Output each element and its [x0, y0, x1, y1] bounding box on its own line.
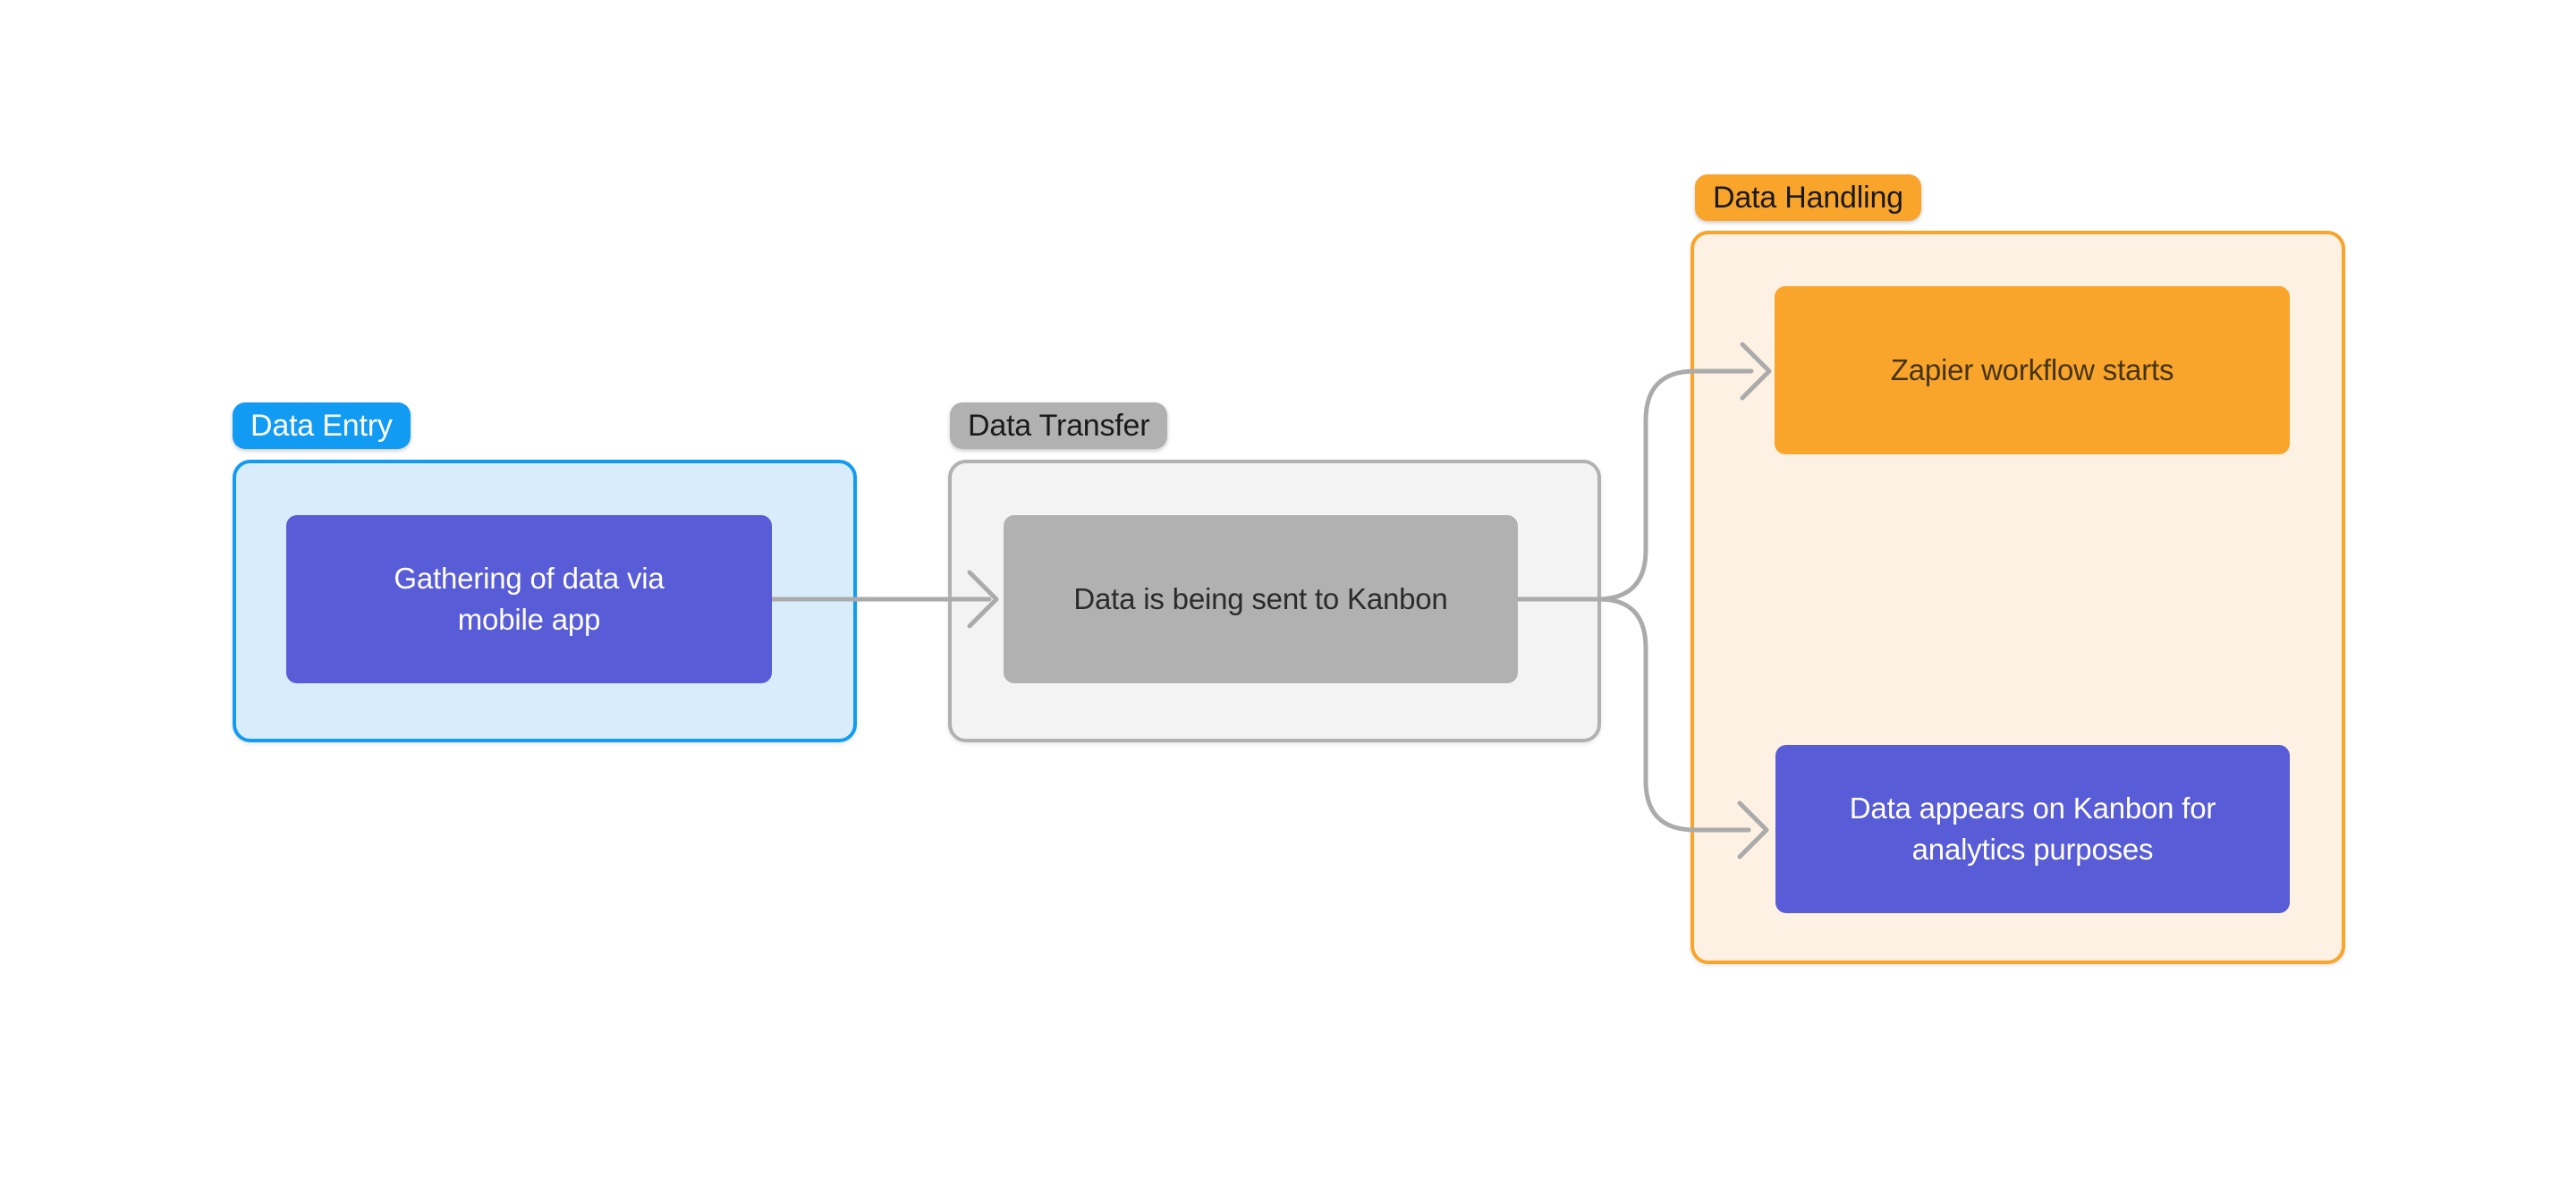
node-zapier-label: Zapier workflow starts — [1890, 353, 2174, 386]
node-data-appears-on-kanbon[interactable]: Data appears on Kanbon for analytics pur… — [1775, 745, 2290, 913]
arrow-transfer-to-zapier[interactable] — [1515, 368, 1754, 602]
node-gathering-label: Gathering of data via mobile app — [394, 562, 665, 636]
arrowhead-transfer-to-zapier — [1740, 342, 1772, 401]
arrow-transfer-to-analytics[interactable] — [1597, 597, 1751, 833]
group-badge-data-transfer[interactable]: Data Transfer — [950, 402, 1168, 449]
group-badge-data-entry[interactable]: Data Entry — [233, 402, 411, 449]
arrowhead-entry-to-transfer — [967, 570, 999, 629]
node-analytics-label: Data appears on Kanbon for analytics pur… — [1849, 791, 2216, 866]
group-badge-data-handling[interactable]: Data Handling — [1695, 174, 1921, 221]
node-sending-label: Data is being sent to Kanbon — [1073, 582, 1448, 615]
arrowhead-transfer-to-analytics — [1737, 800, 1769, 859]
node-zapier-workflow-starts[interactable]: Zapier workflow starts — [1775, 286, 2290, 454]
node-gathering-mobile-app[interactable]: Gathering of data via mobile app — [286, 515, 772, 683]
node-data-sent-to-kanbon[interactable]: Data is being sent to Kanbon — [1004, 515, 1518, 683]
